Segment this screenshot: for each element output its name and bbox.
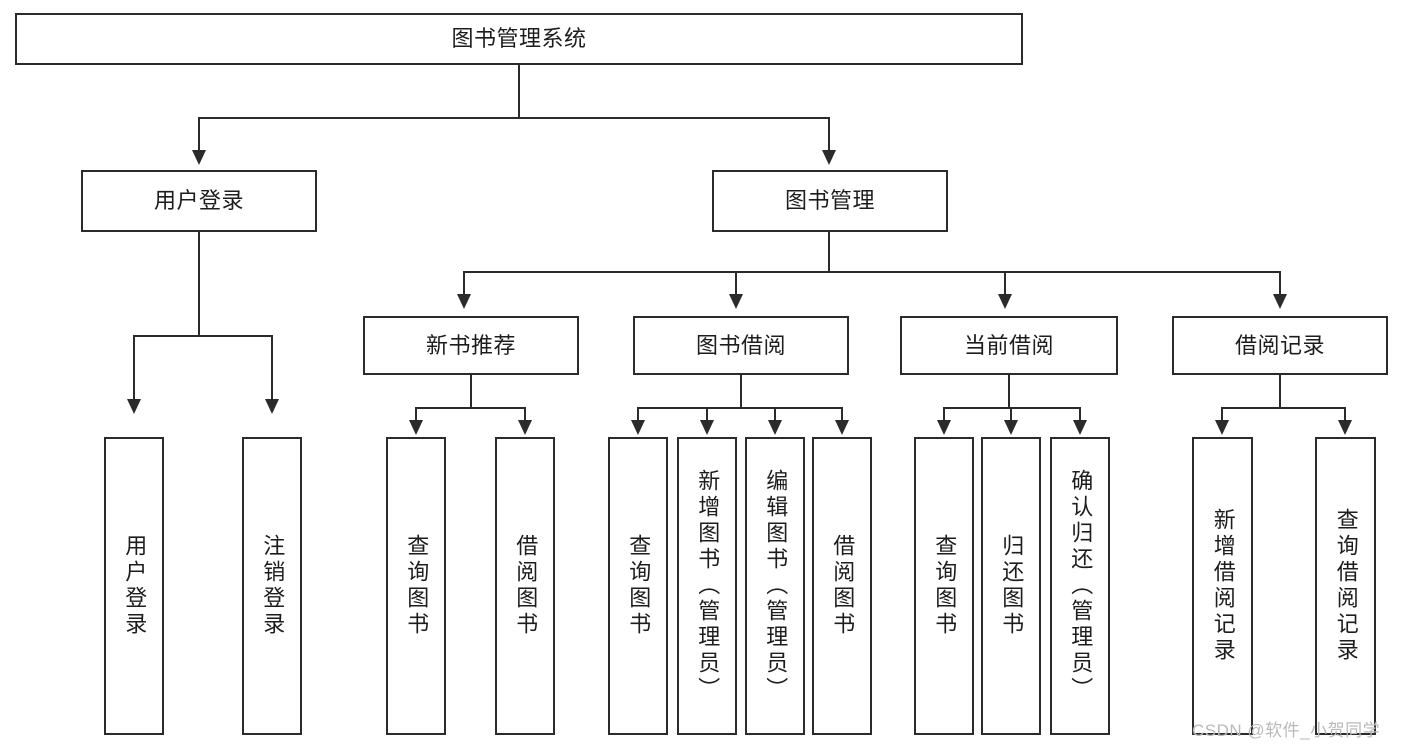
arrowhead-borrow-record-l1 xyxy=(1215,420,1229,435)
connector-book-borrow-l2 xyxy=(706,407,708,422)
arrowhead-new-book-rec-l2 xyxy=(518,420,532,435)
connector-book-manage-c2 xyxy=(735,271,737,296)
connector-root-bar xyxy=(198,117,830,119)
arrowhead-root-to-user-login xyxy=(192,150,206,165)
node-book-borrow-label: 图书借阅 xyxy=(695,332,786,358)
arrowhead-current-borrow-l1 xyxy=(937,420,951,435)
connector-new-book-rec-l2 xyxy=(524,407,526,422)
leaf-return-book[interactable]: 归还图书 xyxy=(981,437,1041,735)
leaf-add-book[interactable]: 新增图书（管理员） xyxy=(677,437,737,735)
leaf-add-record-label: 新增借阅记录 xyxy=(1210,508,1236,664)
connector-book-borrow-l4 xyxy=(841,407,843,422)
connector-new-book-rec-bar xyxy=(415,407,526,409)
connector-borrow-record-stem xyxy=(1279,375,1281,408)
node-new-book-rec-label: 新书推荐 xyxy=(425,332,516,358)
node-current-borrow[interactable]: 当前借阅 xyxy=(900,316,1118,375)
arrowhead-borrow-record-l2 xyxy=(1338,420,1352,435)
leaf-borrow-book-1-label: 借阅图书 xyxy=(513,534,539,638)
connector-current-borrow-l1 xyxy=(943,407,945,422)
connector-book-manage-stem xyxy=(828,232,830,272)
leaf-query-book-2[interactable]: 查询图书 xyxy=(608,437,668,735)
connector-book-manage-c1 xyxy=(463,271,465,296)
leaf-borrow-book-2[interactable]: 借阅图书 xyxy=(812,437,872,735)
node-book-manage-label: 图书管理 xyxy=(784,188,875,214)
connector-user-login-right xyxy=(271,335,273,401)
connector-book-manage-c4 xyxy=(1279,271,1281,296)
leaf-borrow-book-2-label: 借阅图书 xyxy=(830,534,856,638)
leaf-add-book-label: 新增图书（管理员） xyxy=(695,469,721,703)
leaf-query-book-1-label: 查询图书 xyxy=(404,534,430,638)
node-root[interactable]: 图书管理系统 xyxy=(15,13,1023,65)
leaf-query-record-label: 查询借阅记录 xyxy=(1333,508,1359,664)
leaf-confirm-return[interactable]: 确认归还（管理员） xyxy=(1050,437,1110,735)
arrowhead-book-manage-c2 xyxy=(729,294,743,309)
connector-book-manage-c3 xyxy=(1004,271,1006,296)
connector-book-borrow-bar xyxy=(637,407,843,409)
arrowhead-book-manage-c4 xyxy=(1273,294,1287,309)
node-root-label: 图书管理系统 xyxy=(451,26,587,52)
leaf-query-record[interactable]: 查询借阅记录 xyxy=(1315,437,1376,735)
arrowhead-book-borrow-l1 xyxy=(631,420,645,435)
connector-user-login-stem xyxy=(198,232,200,336)
leaf-edit-book-label: 编辑图书（管理员） xyxy=(763,469,789,703)
connector-current-borrow-l2 xyxy=(1010,407,1012,422)
arrowhead-book-manage-c1 xyxy=(457,294,471,309)
leaf-query-book-2-label: 查询图书 xyxy=(626,534,652,638)
arrowhead-root-to-book-manage xyxy=(822,150,836,165)
connector-root-to-user-login xyxy=(198,117,200,153)
arrowhead-current-borrow-l2 xyxy=(1004,420,1018,435)
connector-borrow-record-l1 xyxy=(1221,407,1223,422)
connector-book-borrow-l1 xyxy=(637,407,639,422)
leaf-query-book-3-label: 查询图书 xyxy=(932,534,958,638)
connector-book-borrow-l3 xyxy=(774,407,776,422)
leaf-edit-book[interactable]: 编辑图书（管理员） xyxy=(745,437,805,735)
leaf-borrow-book-1[interactable]: 借阅图书 xyxy=(495,437,555,735)
connector-current-borrow-l3 xyxy=(1079,407,1081,422)
arrowhead-user-login-right xyxy=(265,399,279,414)
connector-root-to-book-manage xyxy=(828,117,830,153)
connector-new-book-rec-stem xyxy=(470,375,472,408)
arrowhead-book-borrow-l4 xyxy=(835,420,849,435)
node-user-login-label: 用户登录 xyxy=(153,188,244,214)
connector-user-login-bar xyxy=(133,335,273,337)
node-user-login[interactable]: 用户登录 xyxy=(81,170,317,232)
connector-book-manage-bar xyxy=(463,271,1281,273)
node-borrow-record[interactable]: 借阅记录 xyxy=(1172,316,1388,375)
leaf-return-book-label: 归还图书 xyxy=(999,534,1025,638)
connector-book-borrow-stem xyxy=(740,375,742,408)
leaf-logout-login-label: 注销登录 xyxy=(260,534,286,638)
connector-borrow-record-bar xyxy=(1221,407,1346,409)
node-new-book-rec[interactable]: 新书推荐 xyxy=(363,316,579,375)
arrowhead-book-manage-c3 xyxy=(998,294,1012,309)
connector-current-borrow-stem xyxy=(1008,375,1010,408)
connector-root-stem xyxy=(518,65,520,118)
leaf-query-book-3[interactable]: 查询图书 xyxy=(914,437,974,735)
leaf-add-record[interactable]: 新增借阅记录 xyxy=(1192,437,1253,735)
arrowhead-new-book-rec-l1 xyxy=(409,420,423,435)
arrowhead-current-borrow-l3 xyxy=(1073,420,1087,435)
leaf-confirm-return-label: 确认归还（管理员） xyxy=(1068,469,1094,703)
arrowhead-book-borrow-l3 xyxy=(768,420,782,435)
leaf-user-login-label: 用户登录 xyxy=(122,534,148,638)
node-book-borrow[interactable]: 图书借阅 xyxy=(633,316,849,375)
leaf-user-login[interactable]: 用户登录 xyxy=(104,437,164,735)
leaf-query-book-1[interactable]: 查询图书 xyxy=(386,437,446,735)
node-book-manage[interactable]: 图书管理 xyxy=(712,170,948,232)
node-current-borrow-label: 当前借阅 xyxy=(963,332,1054,358)
connector-new-book-rec-l1 xyxy=(415,407,417,422)
connector-user-login-left xyxy=(133,335,135,401)
connector-borrow-record-l2 xyxy=(1344,407,1346,422)
arrowhead-book-borrow-l2 xyxy=(700,420,714,435)
arrowhead-user-login-left xyxy=(127,399,141,414)
leaf-logout-login[interactable]: 注销登录 xyxy=(242,437,302,735)
node-borrow-record-label: 借阅记录 xyxy=(1234,332,1325,358)
